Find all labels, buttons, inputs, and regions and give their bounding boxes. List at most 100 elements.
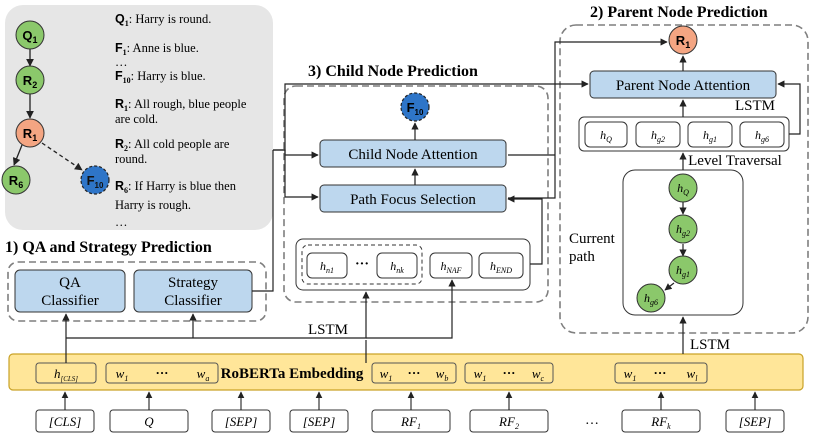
svg-text:[SEP]: [SEP]	[739, 414, 772, 429]
token-sep-3: [SEP]	[725, 409, 785, 433]
sentence-q1: Q1: Harry is round.	[115, 12, 211, 28]
sentence-r6-cont: Harry is rough.	[115, 198, 191, 212]
svg-text:R6: R6	[9, 173, 23, 190]
roberta-embedding-label: RoBERTa Embedding	[221, 366, 364, 382]
svg-text:RF2: RF2	[498, 414, 519, 431]
embedding-cell-q: w1 ··· wa	[105, 362, 219, 384]
state-h-nk: hnk	[376, 252, 418, 279]
sentence-r1: R1: All rough, blue people	[115, 97, 247, 113]
svg-text:F10: F10	[407, 100, 424, 117]
qa-classifier: QA Classifier	[14, 269, 126, 313]
svg-text:···: ···	[653, 365, 666, 380]
current-path-label-line1: Current	[569, 231, 616, 247]
embedding-cell-rfk: w1 ··· wl	[614, 362, 708, 384]
parent-node-attention: Parent Node Attention	[589, 70, 777, 99]
svg-text:Classifier: Classifier	[164, 293, 222, 309]
svg-text:w1: w1	[116, 366, 129, 383]
svg-text:wa: wa	[197, 366, 210, 383]
tree-node-r6: R6	[1, 165, 31, 195]
sentence-ellipsis-1: …	[115, 55, 128, 69]
svg-text:RFk: RFk	[650, 414, 671, 431]
svg-text:w1: w1	[624, 366, 637, 383]
sentence-f1: F1: Anne is blue.	[115, 41, 199, 57]
sentence-r2: R2: All cold people are	[115, 137, 230, 153]
svg-text:···: ···	[155, 365, 168, 380]
input-tokens: [CLS] Q [SEP] [SEP] RF1 RF2 … RFk [	[35, 409, 785, 433]
svg-text:QA: QA	[59, 275, 81, 291]
token-to-embedding-arrows	[61, 391, 759, 410]
svg-text:[SEP]: [SEP]	[225, 414, 258, 429]
svg-text:w1: w1	[474, 366, 487, 383]
svg-text:[CLS]: [CLS]	[49, 414, 82, 429]
strategy-classifier: Strategy Classifier	[133, 269, 253, 313]
tree-node-f10: F10	[80, 165, 110, 195]
svg-text:Q: Q	[144, 414, 154, 429]
context-panel-background	[5, 5, 273, 230]
state-h-end: hEND	[478, 252, 524, 279]
svg-text:[SEP]: [SEP]	[303, 414, 336, 429]
token-rfk: RFk	[621, 409, 701, 433]
token-rf2: RF2	[469, 409, 549, 433]
svg-text:w1: w1	[380, 366, 393, 383]
svg-text:Strategy: Strategy	[168, 275, 218, 291]
lstm-bottom-label: LSTM	[690, 337, 730, 353]
sentence-ellipsis-2: …	[115, 215, 128, 229]
context-panel: Q1 R2 R1 R6 F10 Q1: Harry is round. F1: …	[1, 5, 273, 230]
sentence-f10: F10: Harry is blue.	[115, 69, 206, 85]
svg-text:···: ···	[502, 365, 515, 380]
f10-output-node: F10	[400, 92, 430, 122]
token-ellipsis: …	[585, 413, 599, 428]
svg-text:hg2: hg2	[651, 128, 665, 144]
svg-text:Path Focus Selection: Path Focus Selection	[350, 192, 476, 208]
path-focus-selection: Path Focus Selection	[319, 184, 507, 213]
svg-text:hQ: hQ	[677, 181, 689, 197]
embedding-cell-rf2: w1 ··· wc	[464, 362, 554, 384]
svg-text:hg2: hg2	[676, 222, 690, 238]
child-node-section	[283, 85, 549, 303]
path-node-hq: hQ	[668, 173, 698, 203]
parent-node-section	[559, 24, 809, 334]
svg-text:hg1: hg1	[676, 263, 690, 279]
svg-text:hg6: hg6	[755, 128, 769, 144]
svg-text:hnk: hnk	[390, 259, 404, 275]
level-traversal-label: Level Traversal	[688, 153, 782, 169]
lstm-left-label: LSTM	[308, 322, 348, 338]
svg-text:R2: R2	[23, 73, 37, 90]
state-h-naf: hNAF	[429, 252, 473, 279]
svg-text:Parent Node Attention: Parent Node Attention	[616, 78, 751, 94]
child-node-attention: Child Node Attention	[319, 139, 507, 168]
level-state-hq: hQ	[584, 121, 628, 148]
edge-r1-f10	[41, 142, 83, 171]
sentence-r2-cont: round.	[115, 152, 147, 166]
path-node-hg2: hg2	[668, 214, 698, 244]
token-rf1: RF1	[371, 409, 451, 433]
svg-text:Q1: Q1	[22, 28, 37, 45]
svg-text:RF1: RF1	[400, 414, 421, 431]
tree-node-r2: R2	[15, 65, 45, 95]
svg-text:R1: R1	[676, 33, 690, 50]
level-state-hg6: hg6	[739, 121, 785, 148]
svg-text:R1: R1	[23, 126, 37, 143]
context-sentences: Q1: Harry is round. F1: Anne is blue. … …	[115, 12, 247, 229]
state-h-n1: hn1	[306, 252, 348, 279]
svg-text:hg6: hg6	[644, 291, 658, 307]
r1-output-node: R1	[668, 25, 698, 55]
child-states-dots: ···	[355, 257, 369, 272]
path-node-hg1: hg1	[668, 255, 698, 285]
flow-arrows	[62, 38, 801, 363]
token-q: Q	[109, 409, 189, 433]
lstm-parent-label: LSTM	[735, 98, 775, 114]
token-sep-2: [SEP]	[289, 409, 349, 433]
svg-text:···: ···	[407, 365, 420, 380]
token-sep-1: [SEP]	[211, 409, 271, 433]
sentence-r6: R6: If Harry is blue then	[115, 179, 237, 195]
svg-text:hQ: hQ	[600, 128, 612, 144]
embedding-cell-cls: h[CLS]	[35, 362, 97, 384]
level-state-hg2: hg2	[635, 121, 681, 148]
svg-text:Child Node Attention: Child Node Attention	[348, 147, 478, 163]
path-edge-3	[664, 282, 675, 291]
sentence-r1-cont: are cold.	[115, 112, 158, 126]
level-state-hg1: hg1	[687, 121, 733, 148]
svg-text:hNAF: hNAF	[440, 259, 461, 275]
